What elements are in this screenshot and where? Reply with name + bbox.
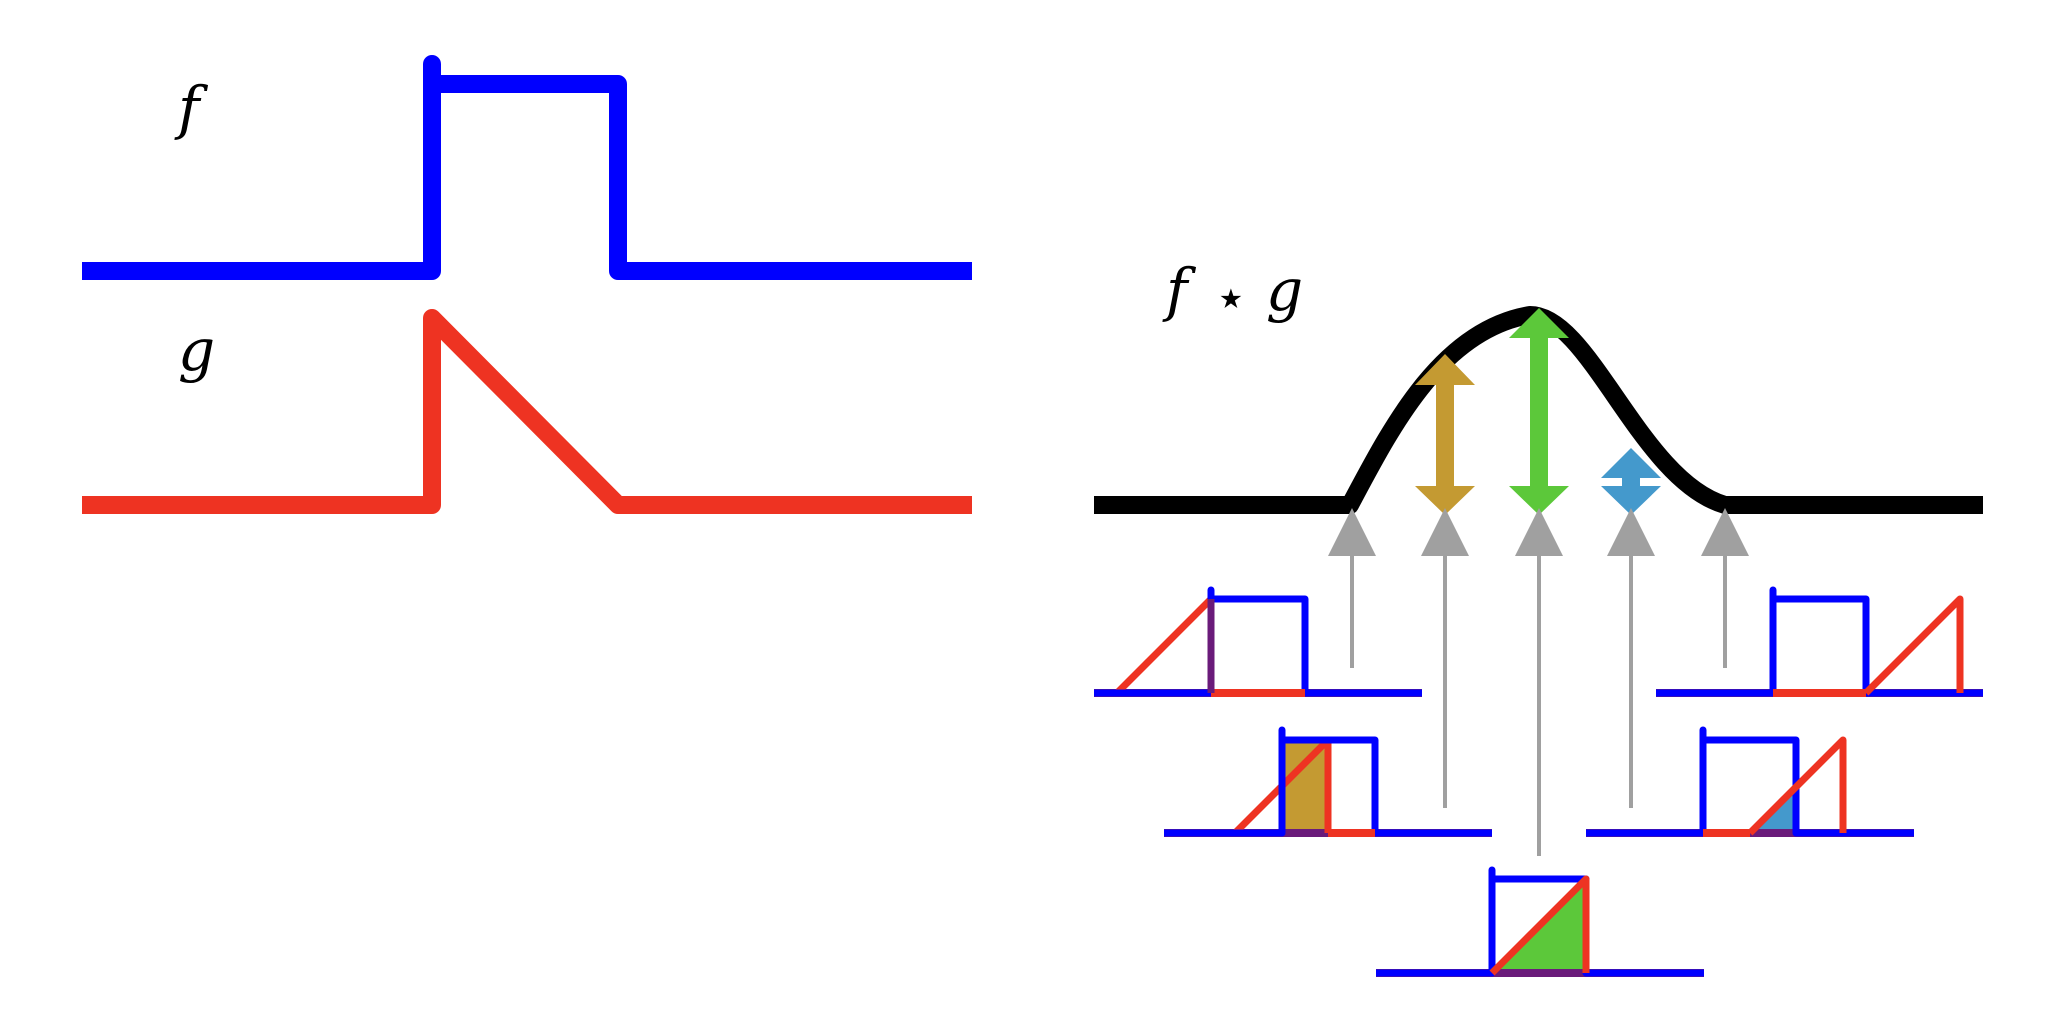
convolution-curve — [1094, 306, 1983, 514]
snapshot-1 — [1094, 586, 1422, 697]
value-arrow-blue — [1601, 448, 1661, 515]
snapshot-4 — [1586, 726, 1914, 837]
snapshot-2 — [1164, 726, 1492, 837]
f-pulse-line — [82, 55, 972, 280]
label-g: g — [178, 316, 215, 384]
overlap-area-gold — [1282, 740, 1328, 833]
conv-label-f: f — [1162, 256, 1197, 324]
snapshot-5 — [1656, 586, 1983, 697]
conv-label: f ⋆ g — [1162, 256, 1303, 329]
snapshot-3 — [1376, 866, 1704, 977]
conv-label-g: g — [1266, 256, 1303, 324]
value-arrow-green — [1509, 308, 1569, 515]
conv-label-star: ⋆ — [1214, 266, 1248, 329]
label-f: f — [174, 74, 209, 142]
value-arrow-gold — [1415, 354, 1475, 515]
g-sawtooth-line — [82, 309, 972, 514]
